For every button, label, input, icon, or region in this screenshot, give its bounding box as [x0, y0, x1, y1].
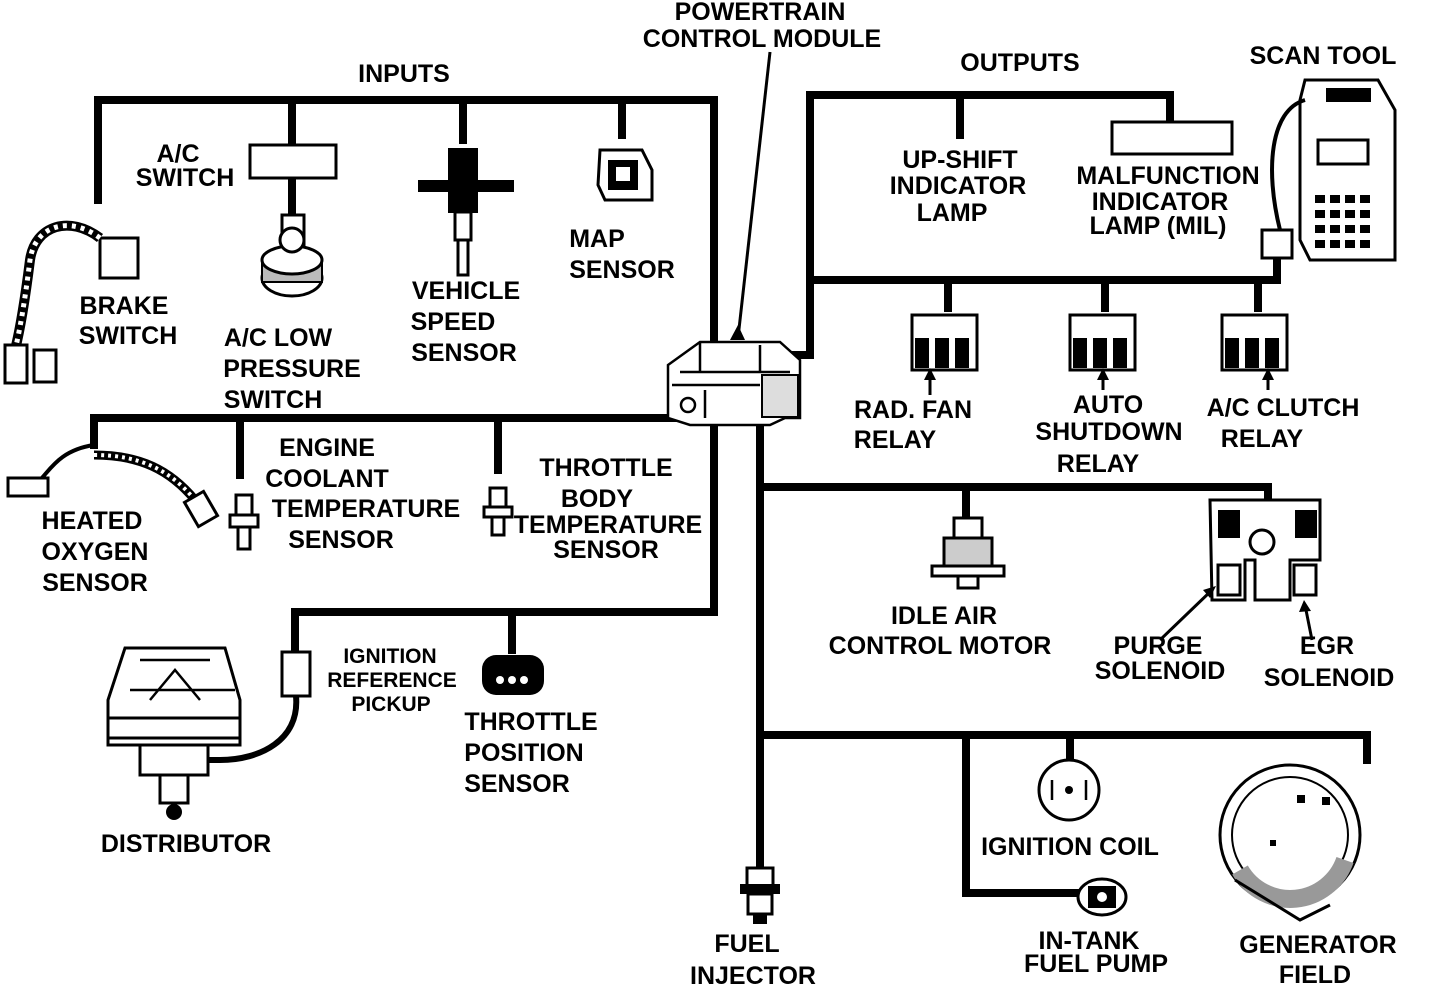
throttle-body-temp-sensor — [482, 486, 514, 537]
ac-clutch-relay-label-2: RELAY — [1221, 425, 1304, 453]
rad-fan-relay-label-2: RELAY — [854, 426, 937, 454]
vss-label-2: SPEED — [411, 308, 496, 336]
rad-fan-relay-label-1: RAD. FAN — [854, 396, 972, 424]
brake-switch — [3, 220, 140, 385]
distributor — [106, 646, 242, 820]
ect-label-4: SENSOR — [288, 526, 394, 554]
tbt-label-4: SENSOR — [553, 536, 659, 564]
egr-label-2: SOLENOID — [1264, 664, 1395, 692]
purge-label-2: SOLENOID — [1095, 657, 1226, 685]
in-tank-fuel-pump — [1076, 877, 1128, 917]
scan-tool — [1260, 78, 1397, 262]
mil-lamp-box — [1110, 120, 1234, 156]
fuel-injector-label-2: INJECTOR — [690, 962, 816, 988]
ac-clutch-relay — [1220, 313, 1289, 390]
vss-label-1: VEHICLE — [412, 277, 520, 305]
inputs-heading: INPUTS — [358, 60, 450, 88]
upshift-label-1: UP-SHIFT — [902, 146, 1017, 174]
generator-label-1: GENERATOR — [1239, 931, 1396, 959]
upshift-label-2: INDICATOR — [890, 172, 1027, 200]
purge-label-1: PURGE — [1114, 632, 1203, 660]
fuel-injector — [740, 866, 780, 924]
tps-label-1: THROTTLE — [464, 708, 597, 736]
ac-low-pressure-label-2: PRESSURE — [223, 355, 361, 383]
pcm-pointer-arrow — [736, 51, 772, 339]
egr-label-1: EGR — [1300, 632, 1354, 660]
throttle-position-sensor — [482, 655, 544, 695]
brake-switch-label-1: BRAKE — [80, 292, 169, 320]
ignition-coil — [1037, 758, 1101, 822]
o2-label-3: SENSOR — [42, 569, 148, 597]
vehicle-speed-sensor — [418, 148, 514, 277]
tbt-label-3: TEMPERATURE — [514, 511, 702, 539]
auto-shutdown-relay — [1068, 313, 1137, 390]
pcm-pointer-arrowhead — [730, 325, 745, 340]
upshift-label-3: LAMP — [917, 199, 988, 227]
asd-relay-label-2: SHUTDOWN — [1035, 418, 1182, 446]
wiring-harness — [90, 91, 1371, 897]
asd-relay-label-1: AUTO — [1073, 391, 1143, 419]
pcm-module — [666, 340, 802, 427]
generator — [1218, 763, 1362, 922]
ignition-ref-label-3: PICKUP — [351, 693, 430, 716]
brake-switch-label-2: SWITCH — [79, 322, 178, 350]
heated-oxygen-sensor — [6, 443, 220, 529]
coolant-temp-sensor — [228, 493, 260, 551]
ignition-ref-label-2: REFERENCE — [327, 669, 457, 692]
mil-label-1: MALFUNCTION — [1076, 162, 1259, 190]
iac-label-1: IDLE AIR — [891, 602, 997, 630]
pcm-title-line1: POWERTRAIN — [675, 0, 846, 26]
asd-relay-label-3: RELAY — [1057, 450, 1140, 478]
fuel-pump-label-1: IN-TANK — [1039, 927, 1140, 955]
map-sensor — [596, 148, 654, 202]
ac-switch-label-2: SWITCH — [136, 164, 235, 192]
distributor-label: DISTRIBUTOR — [101, 830, 271, 858]
idle-air-control-motor — [930, 516, 1006, 590]
outputs-heading: OUTPUTS — [960, 49, 1079, 77]
mil-label-2: INDICATOR — [1092, 188, 1229, 216]
mil-label-3: LAMP (MIL) — [1089, 212, 1226, 240]
ac-clutch-relay-label-1: A/C CLUTCH — [1207, 394, 1360, 422]
fuel-pump-label-2: FUEL PUMP — [1024, 950, 1168, 978]
ect-label-1: ENGINE — [279, 434, 375, 462]
tbt-label-1: THROTTLE — [539, 454, 672, 482]
ignition-ref-label-1: IGNITION — [343, 645, 436, 668]
purge-egr-solenoid — [1158, 498, 1322, 642]
tps-label-3: SENSOR — [464, 770, 570, 798]
pcm-title-line2: CONTROL MODULE — [643, 25, 881, 53]
ac-switch-box — [248, 143, 338, 180]
ac-low-pressure-label-1: A/C LOW — [224, 324, 333, 352]
iac-label-2: CONTROL MOTOR — [829, 632, 1052, 660]
ect-label-3: TEMPERATURE — [272, 495, 460, 523]
ignition-reference-connector — [180, 650, 312, 763]
ignition-coil-label: IGNITION COIL — [981, 833, 1159, 861]
tbt-label-2: BODY — [561, 485, 634, 513]
map-label-2: SENSOR — [569, 256, 675, 284]
tps-label-2: POSITION — [464, 739, 583, 767]
generator-label-2: FIELD — [1279, 961, 1351, 988]
ac-low-pressure-label-3: SWITCH — [224, 386, 323, 414]
vss-label-3: SENSOR — [411, 339, 517, 367]
fuel-injector-label-1: FUEL — [714, 930, 779, 958]
labels: POWERTRAIN CONTROL MODULE INPUTS OUTPUTS… — [42, 0, 1397, 988]
scan-tool-label: SCAN TOOL — [1250, 42, 1397, 70]
ac-switch-label-1: A/C — [156, 140, 199, 168]
map-label-1: MAP — [569, 225, 625, 253]
ac-low-pressure-switch — [260, 213, 324, 298]
o2-label-1: HEATED — [42, 507, 143, 535]
o2-label-2: OXYGEN — [42, 538, 149, 566]
rad-fan-relay — [910, 313, 979, 395]
ect-label-2: COOLANT — [265, 465, 389, 493]
